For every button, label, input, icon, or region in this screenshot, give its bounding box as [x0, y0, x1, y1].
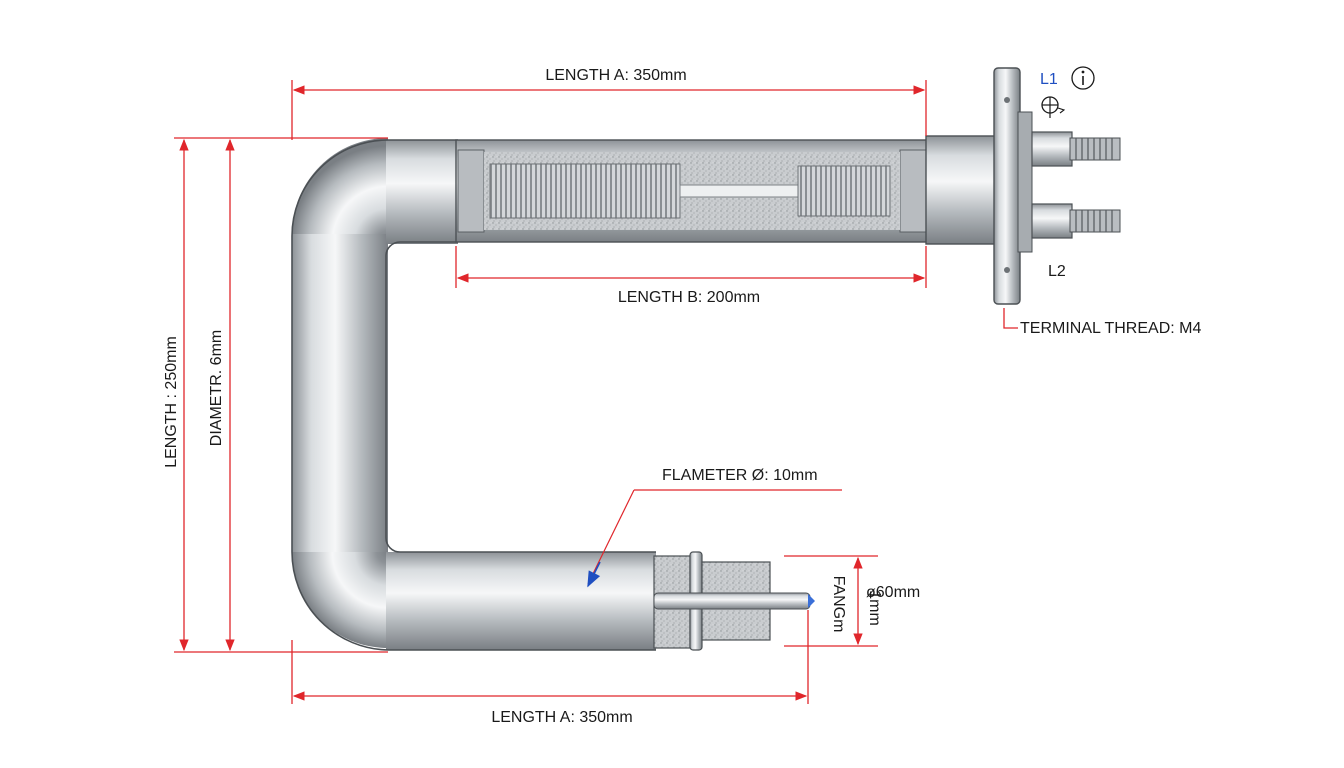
- flameter-arrow: [587, 561, 601, 588]
- label-length-b: LENGTH B: 200mm: [618, 289, 760, 306]
- heating-tube: [291, 138, 656, 651]
- terminal-thread-leader: [1003, 308, 1018, 329]
- terminal-head: [925, 67, 1121, 305]
- label-end-mm: 1mm: [866, 590, 883, 626]
- label-terminal-l2: L2: [1048, 263, 1066, 280]
- label-diameter-vertical: DIAMETR. 6mm: [208, 330, 225, 446]
- bulb-icon: [1041, 96, 1066, 118]
- terminal-stud-l2: [1031, 203, 1121, 239]
- cutaway-section: [455, 139, 929, 243]
- label-length-a-bottom: LENGTH A: 350mm: [491, 709, 632, 726]
- vertical-leg: [292, 234, 388, 552]
- label-length-a-top: LENGTH A: 350mm: [545, 67, 686, 84]
- label-terminal-thread: TERMINAL THREAD: M4: [1020, 320, 1201, 337]
- bottom-end-fitting: [653, 551, 815, 651]
- bottom-leg: [386, 552, 656, 650]
- top-leg: [386, 140, 458, 244]
- coil-right: [797, 165, 891, 217]
- dimension-lines: [174, 80, 1018, 704]
- label-end-diameter: ø60mm: [866, 584, 920, 601]
- tube-outline: [291, 139, 656, 651]
- info-icon: [1071, 66, 1095, 90]
- coil-left: [489, 163, 681, 219]
- bottom-bend: [292, 552, 388, 648]
- label-terminal-l1: L1: [1040, 71, 1058, 88]
- label-end-fangm: FANGm: [830, 576, 847, 633]
- terminal-stud-l1: [1031, 131, 1121, 167]
- core-wire: [679, 184, 799, 198]
- terminal-pin: [653, 592, 811, 610]
- top-bend: [292, 138, 388, 234]
- flameter-leader: [587, 489, 635, 585]
- label-length-vertical: LENGTH : 250mm: [163, 336, 180, 468]
- label-flameter: FLAMETER Ø: 10mm: [662, 467, 818, 484]
